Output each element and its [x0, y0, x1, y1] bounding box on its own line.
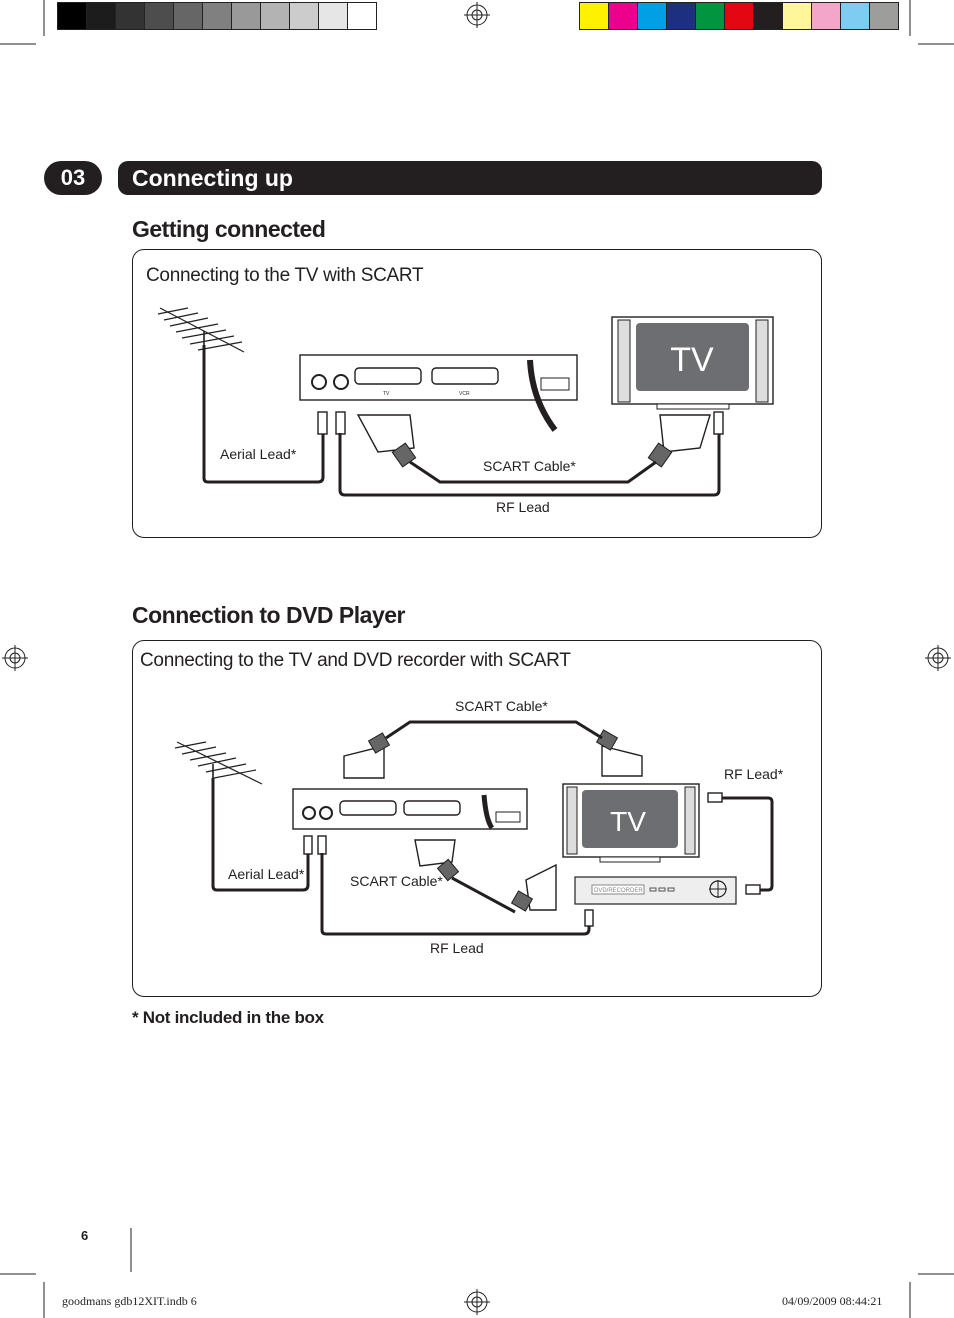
colour-swatch [840, 2, 870, 30]
aerial-lead-cable [202, 345, 325, 484]
panel-title-dvd: Connecting to the TV and DVD recorder wi… [140, 650, 571, 671]
colour-swatch [260, 2, 290, 30]
colour-swatch [289, 2, 319, 30]
colour-swatch [347, 2, 377, 30]
rf-lead-label: RF Lead [430, 940, 484, 956]
colour-swatch [782, 2, 812, 30]
rf-lead-star-label: RF Lead* [724, 766, 784, 782]
scart-label-tv: TV [383, 391, 390, 397]
rf-lead-cable [338, 433, 721, 497]
panel-title-scart: Connecting to the TV with SCART [146, 265, 424, 286]
colour-swatch [811, 2, 841, 30]
slug-filename: goodmans gdb12XIT.indb 6 [62, 1294, 197, 1308]
colour-swatch [115, 2, 145, 30]
colour-swatch [695, 2, 725, 30]
tv-set-icon: TV [611, 316, 774, 410]
scart-plug-lower-left [414, 839, 460, 882]
tv-set-icon: TV [562, 783, 700, 863]
tv-screen-label: TV [670, 341, 714, 379]
scart-plug-top-right [595, 729, 643, 777]
aerial-lead-cable [211, 778, 310, 892]
colour-swatch [318, 2, 348, 30]
scart-cable-label: SCART Cable* [483, 458, 576, 474]
colour-swatch [57, 2, 87, 30]
colour-swatch [86, 2, 116, 30]
scart-cable-top-label: SCART Cable* [455, 698, 548, 714]
section-title-dvd-player: Connection to DVD Player [132, 602, 405, 628]
colour-swatch [173, 2, 203, 30]
aerial-lead-label: Aerial Lead* [220, 446, 297, 462]
colour-swatch [724, 2, 754, 30]
diagram-panel-dvd [132, 640, 822, 997]
aerial-antenna-icon [157, 307, 245, 353]
slug-timestamp: 04/09/2009 08:44:21 [782, 1294, 883, 1308]
scart-cable-label: SCART Cable* [350, 873, 443, 889]
scart-plug-right [647, 414, 711, 468]
rf-lead-label: RF Lead [496, 499, 550, 515]
footnote: * Not included in the box [132, 1008, 324, 1027]
aerial-lead-label: Aerial Lead* [228, 866, 305, 882]
colour-swatch [869, 2, 899, 30]
dvd-recorder-icon: DVD/RECORDER [574, 876, 737, 905]
tv-screen-label: TV [610, 806, 646, 837]
page-number: 6 [81, 1228, 89, 1243]
aerial-antenna-icon [174, 741, 263, 785]
diagram-panel-scart [132, 249, 822, 538]
colour-swatch [579, 2, 609, 30]
scart-plug-lower-right [510, 863, 557, 912]
chapter-number: 03 [44, 161, 102, 195]
rf-lead-dvd-cable [718, 796, 774, 892]
scart-plug-left [356, 414, 417, 468]
scart-cable [409, 460, 657, 484]
rf-lead-cable [320, 853, 591, 936]
scart-plug-top-left [343, 732, 391, 779]
section-title-getting-connected: Getting connected [132, 216, 326, 242]
scart-label-vcr: VCR [459, 391, 470, 397]
chapter-title: Connecting up [118, 161, 822, 195]
dvd-recorder-label: DVD/RECORDER [594, 888, 643, 894]
scart-cable-top [385, 720, 603, 740]
scart-cable-lower [451, 876, 516, 914]
